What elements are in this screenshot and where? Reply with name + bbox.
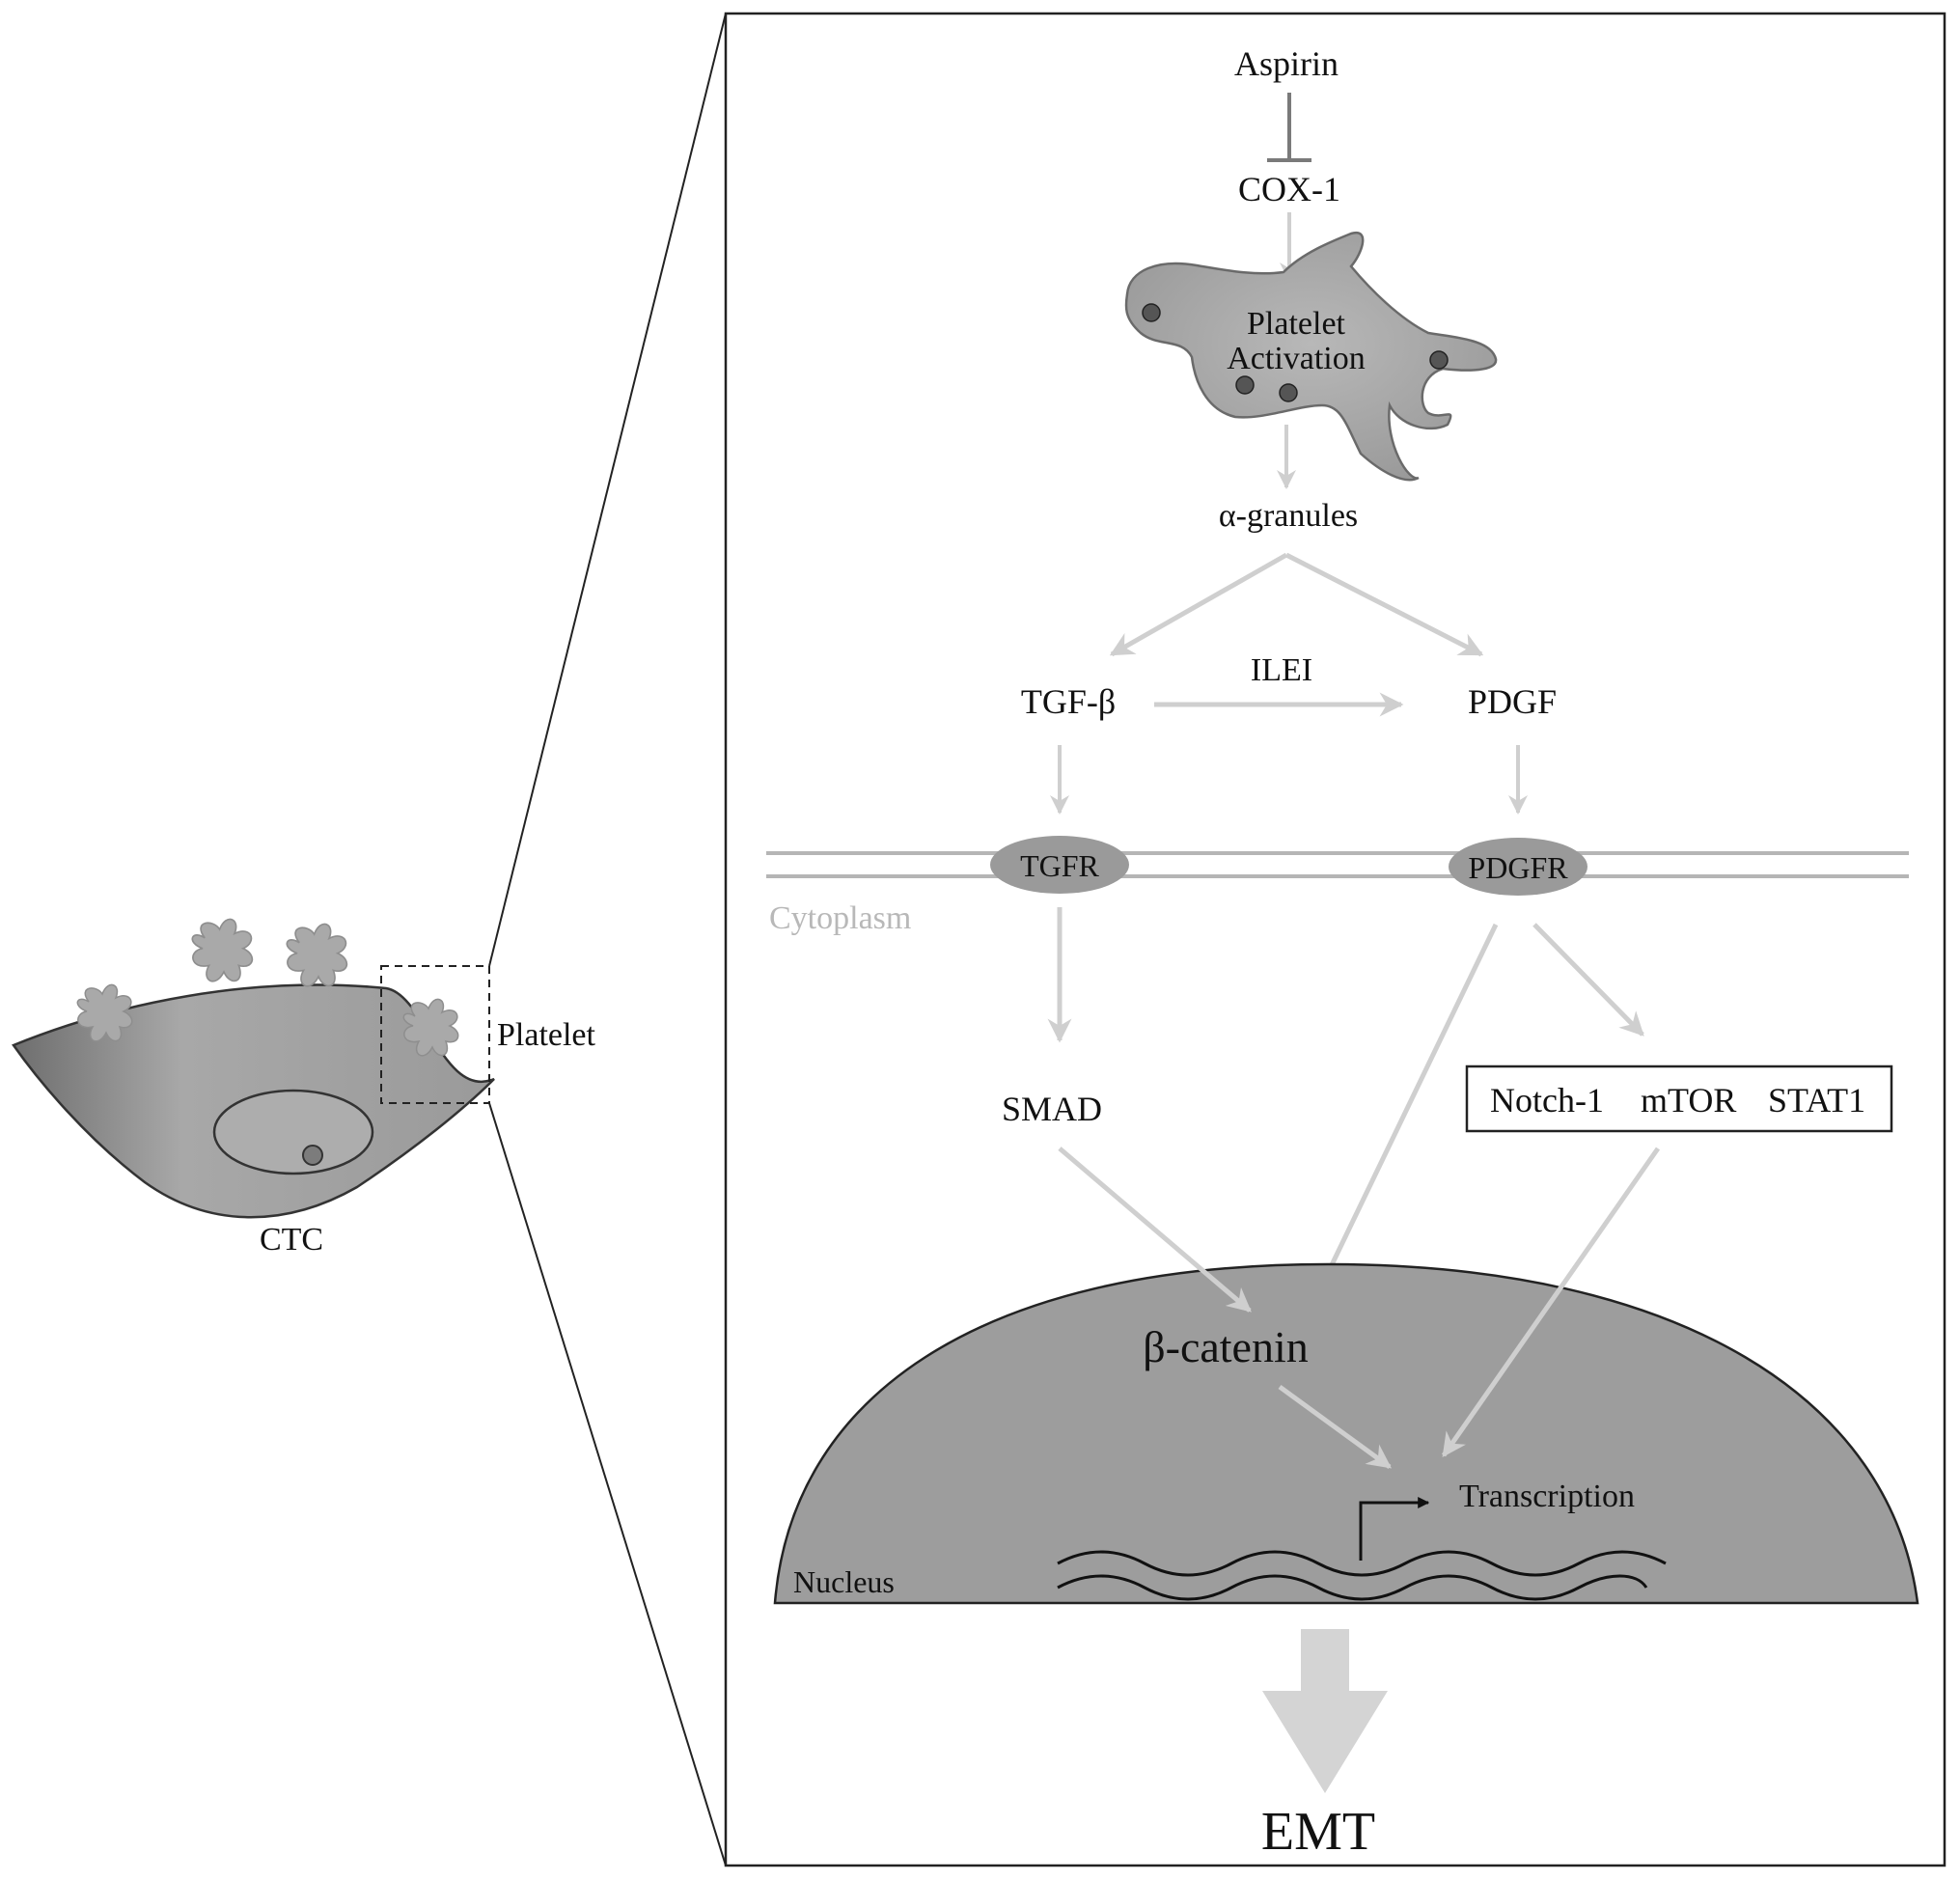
mtor-label: mTOR — [1641, 1081, 1736, 1120]
alpha-granules-label: α-granules — [1219, 498, 1358, 534]
ctc-nucleus — [212, 1089, 374, 1175]
arrow-granules-pdgf — [1284, 552, 1484, 657]
tgfr-label: TGFR — [1020, 848, 1099, 883]
notch1-label: Notch-1 — [1490, 1081, 1604, 1120]
cytoplasm-label: Cytoplasm — [769, 900, 911, 936]
granule-dot — [1429, 350, 1449, 370]
tgfr-receptor — [990, 836, 1129, 894]
platelet-activation-label: Platelet — [1247, 306, 1346, 342]
signaling-targets-box — [1465, 1064, 1893, 1133]
emt-label: EMT — [1261, 1802, 1375, 1862]
dna-strand-2 — [1057, 1574, 1648, 1601]
aspirin-label: Aspirin — [1234, 44, 1339, 83]
platelet-label: Platelet — [497, 1017, 596, 1053]
arrow-catenin-transcription — [1278, 1384, 1393, 1470]
arrow-smad-catenin — [1058, 1147, 1252, 1313]
platelet-activation-label-2: Activation — [1227, 341, 1366, 376]
granule-dot — [1279, 383, 1298, 402]
nucleus-label: Nucleus — [793, 1564, 895, 1599]
arrow-pdgfr-catenin — [1311, 923, 1499, 1304]
smad-label: SMAD — [1002, 1090, 1102, 1128]
arrow-box-transcription — [1441, 1147, 1661, 1458]
transcription-start-arrow — [1359, 1497, 1430, 1561]
small-platelet — [76, 983, 133, 1042]
arrow-granules-tgf — [1109, 552, 1288, 657]
tgf-beta-label: TGF-β — [1021, 682, 1116, 721]
emt-arrow — [1262, 1629, 1388, 1793]
stat1-label: STAT1 — [1768, 1081, 1865, 1120]
transcription-label: Transcription — [1459, 1479, 1635, 1514]
zoom-selection-box — [380, 965, 490, 1104]
small-platelet — [402, 998, 459, 1057]
small-platelet — [191, 918, 254, 982]
arrow-pdgfr-box — [1532, 923, 1644, 1037]
ctc-cell-group: Platelet CTC — [12, 918, 596, 1258]
zoom-line-bottom — [488, 1102, 727, 1866]
ctc-nucleolus — [302, 1145, 323, 1166]
dna-strand-1 — [1057, 1550, 1667, 1577]
cox1-label: COX-1 — [1238, 170, 1340, 208]
activated-platelet — [1124, 231, 1498, 482]
beta-catenin-label: β-catenin — [1143, 1322, 1309, 1371]
ctc-label: CTC — [260, 1222, 323, 1258]
small-platelet — [286, 923, 348, 987]
pdgfr-label: PDGFR — [1468, 850, 1568, 885]
pdgfr-receptor — [1449, 838, 1587, 896]
pdgf-label: PDGF — [1468, 682, 1557, 721]
granule-dot — [1235, 375, 1255, 395]
ilei-label: ILEI — [1251, 652, 1312, 688]
granule-dot — [1142, 303, 1161, 322]
zoom-line-top — [488, 13, 727, 967]
